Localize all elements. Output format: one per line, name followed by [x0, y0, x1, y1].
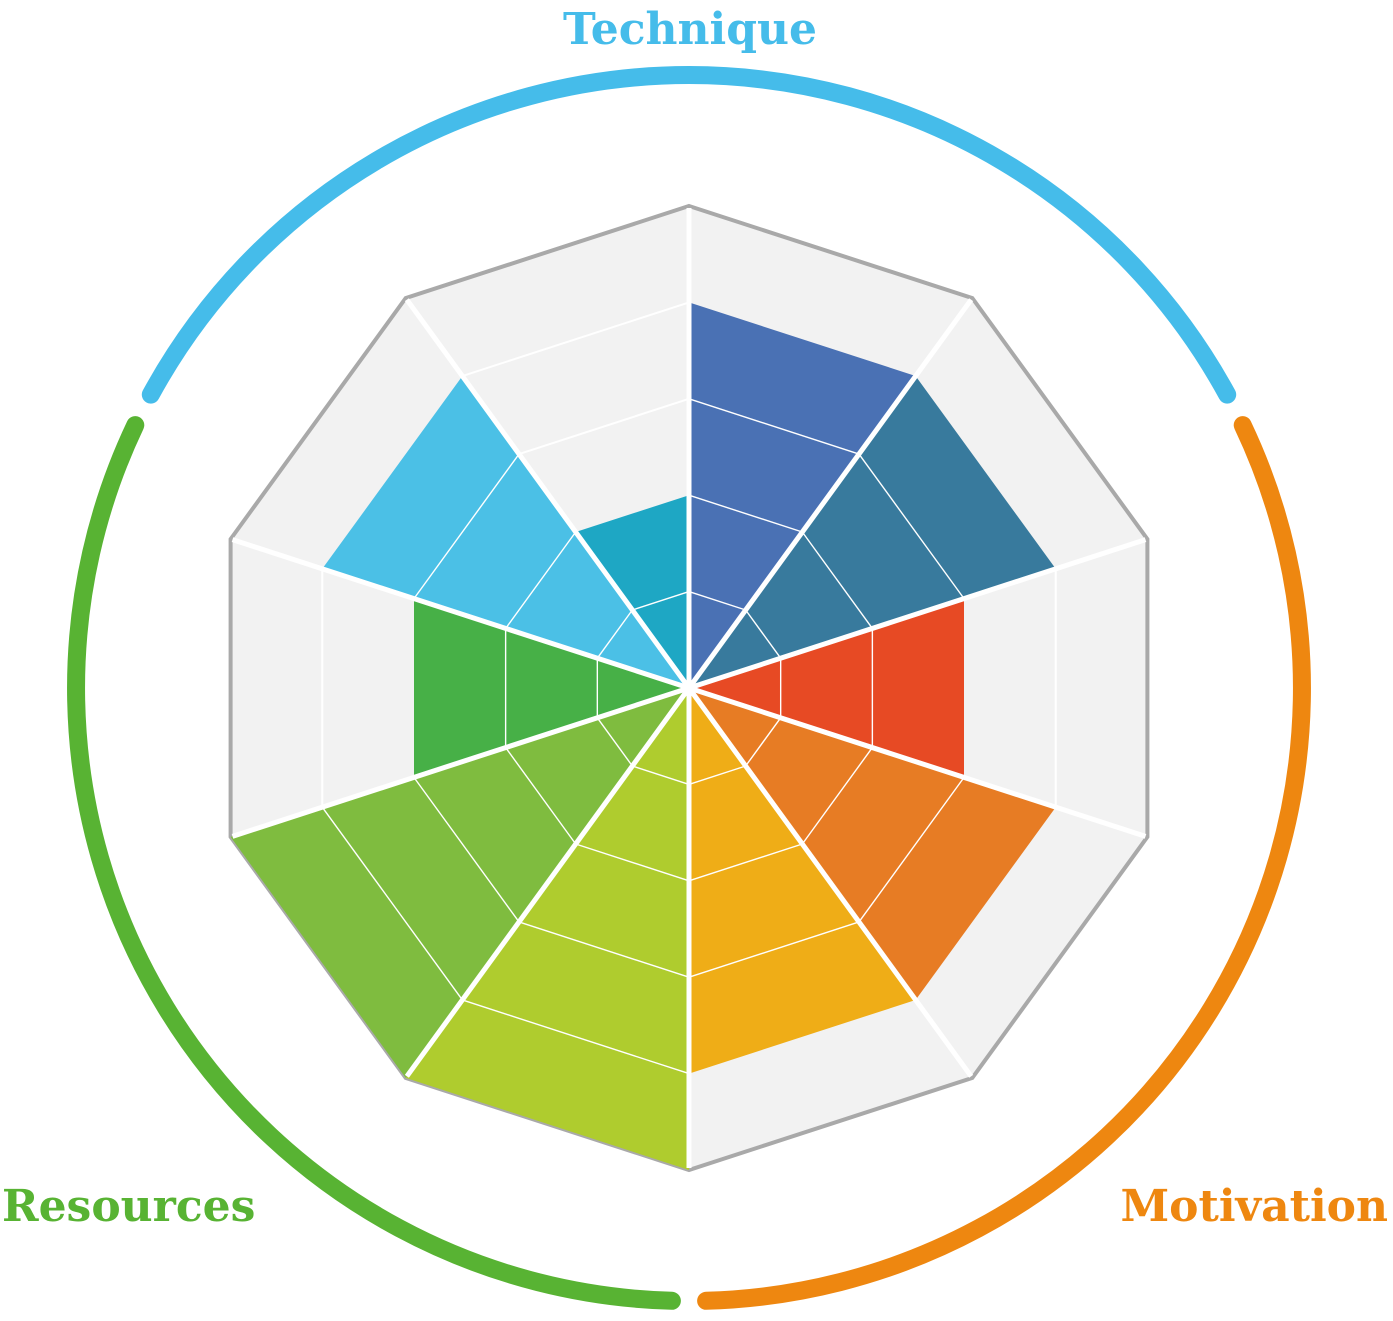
grid-10-level-4 [462, 301, 690, 377]
group-label-resources: Resources [2, 1181, 255, 1232]
spoke-4 [688, 685, 1147, 839]
segment-2-level-1 [745, 609, 782, 659]
spoke-5 [686, 686, 974, 1078]
spoke-3 [688, 537, 1147, 691]
spoke-8 [231, 685, 690, 839]
segment-1-level-1 [688, 590, 746, 611]
segment-1-level-3 [688, 398, 860, 455]
chart-ring-lines [321, 301, 1057, 1075]
segment-5-level-2 [688, 843, 803, 882]
segment-2-level-3 [858, 453, 965, 600]
group-label-motivation: Motivation [1120, 1181, 1388, 1232]
segment-7-level-1 [596, 717, 633, 767]
segment-8 [414, 598, 689, 778]
segment-4-level-2 [801, 747, 873, 845]
segment-9 [322, 376, 689, 688]
segment-2-level-2 [801, 531, 873, 629]
segment-6-level-2 [575, 843, 690, 882]
segment-4-level-1 [745, 717, 782, 767]
segment-9-level-3 [413, 453, 520, 600]
spoke-7 [404, 686, 692, 1078]
segment-4 [689, 688, 1056, 1000]
segment-7-level-3 [413, 776, 520, 923]
segment-1-level-2 [688, 494, 803, 533]
segment-9-level-2 [505, 531, 577, 629]
spoke-9 [231, 537, 690, 691]
chart-spokes [231, 208, 1147, 1168]
segment-6 [405, 688, 689, 1170]
spoke-10 [404, 298, 692, 690]
segment-5-level-1 [688, 765, 746, 786]
group-arc-motivation [697, 416, 1311, 1310]
segment-4-level-3 [858, 776, 965, 923]
segment-7 [230, 688, 689, 1078]
segment-9-level-1 [596, 609, 633, 659]
group-arc-resources [67, 416, 681, 1310]
segment-7-level-4 [321, 806, 463, 1001]
segment-10-level-1 [632, 590, 690, 611]
spoke-2 [686, 298, 974, 690]
segment-10 [575, 495, 689, 688]
segment-2 [689, 376, 1056, 688]
segment-1 [689, 302, 916, 688]
segment-5-level-3 [688, 921, 860, 978]
chart-segments [230, 302, 1056, 1170]
group-arcs [67, 66, 1311, 1310]
segment-6-level-3 [518, 921, 690, 978]
segment-5 [689, 688, 916, 1074]
group-arc-technique [141, 66, 1237, 404]
group-label-technique: Technique [563, 4, 817, 55]
segment-6-level-4 [462, 999, 690, 1075]
grid-10-level-3 [518, 397, 690, 455]
segment-7-level-2 [505, 747, 577, 845]
segment-6-level-1 [632, 765, 690, 786]
segment-3 [689, 598, 964, 778]
